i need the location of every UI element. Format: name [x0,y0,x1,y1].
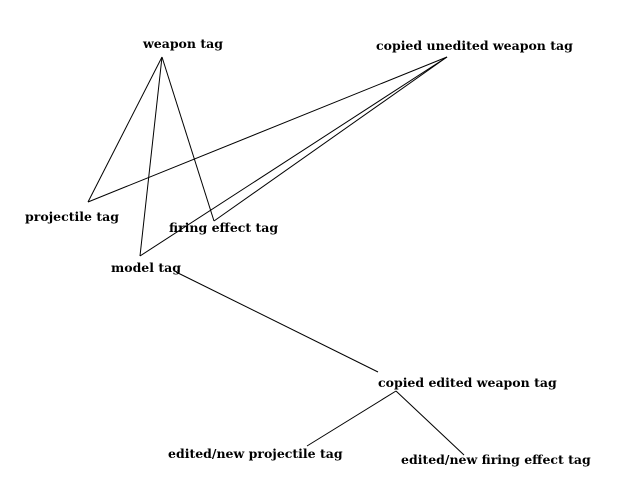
node-edited-new-projectile-tag: edited/new projectile tag [168,446,343,461]
edge-weapon-to-projectile [87,56,163,203]
edge-copied-unedited-to-model [139,56,448,257]
edges [87,56,465,456]
edge-copied-edited-to-edited-projectile [306,390,397,447]
node-copied-unedited-weapon-tag: copied unedited weapon tag [376,38,573,53]
edge-weapon-to-firing-effect [161,56,215,222]
edge-model-to-copied-edited [175,271,379,373]
node-copied-edited-weapon-tag: copied edited weapon tag [378,375,557,390]
edge-copied-unedited-to-firing-effect [213,56,448,222]
node-firing-effect-tag: firing effect tag [169,220,278,235]
node-projectile-tag: projectile tag [25,209,119,224]
nodes: weapon tag copied unedited weapon tag pr… [25,36,591,467]
node-weapon-tag: weapon tag [142,36,223,51]
edge-weapon-to-model [139,56,163,257]
node-model-tag: model tag [111,260,181,275]
edge-copied-edited-to-edited-firing-effect [395,390,465,456]
edge-copied-unedited-to-projectile [87,56,448,203]
node-edited-new-firing-effect-tag: edited/new firing effect tag [401,452,591,467]
